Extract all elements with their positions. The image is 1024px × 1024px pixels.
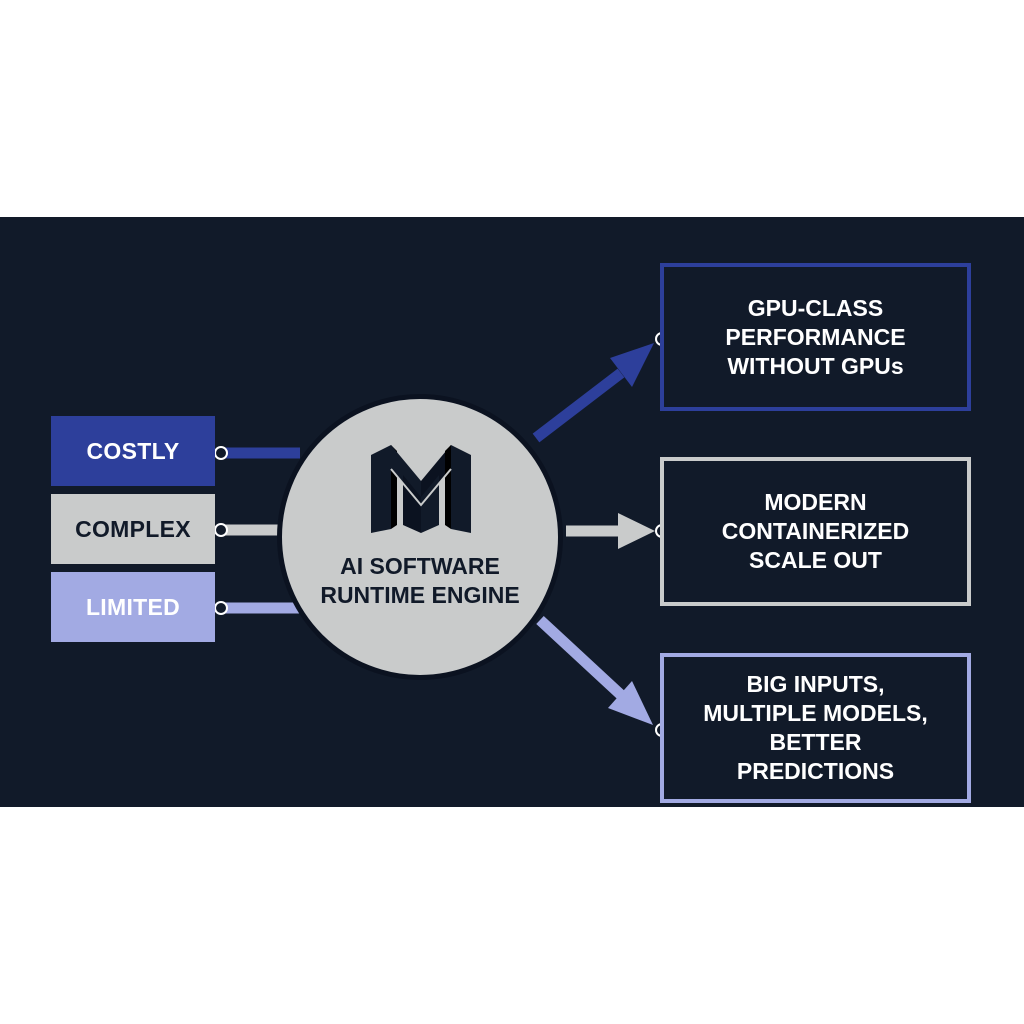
arrow-gpu xyxy=(532,368,625,443)
input-complex: COMPLEX xyxy=(51,494,215,564)
arrow-head-big xyxy=(608,681,653,725)
diagram-panel: COSTLY COMPLEX LIMITED AI SOFTWARE RUNTI… xyxy=(0,217,1024,807)
connector-node-limited xyxy=(214,601,228,615)
connector-node-costly xyxy=(214,446,228,460)
output-modern-containerized: MODERN CONTAINERIZED SCALE OUT xyxy=(660,457,971,606)
brand-logo-icon xyxy=(371,445,471,533)
input-limited: LIMITED xyxy=(51,572,215,642)
runtime-engine-circle: AI SOFTWARE RUNTIME ENGINE xyxy=(277,394,563,680)
arrow-big xyxy=(536,615,625,700)
output-gpu-class-performance: GPU-CLASS PERFORMANCE WITHOUT GPUs xyxy=(660,263,971,411)
arrow-head-gpu xyxy=(610,343,654,387)
output-big-inputs: BIG INPUTS, MULTIPLE MODELS, BETTER PRED… xyxy=(660,653,971,803)
engine-label: AI SOFTWARE RUNTIME ENGINE xyxy=(320,553,520,608)
connector-lines xyxy=(214,332,669,737)
connector-node-complex xyxy=(214,523,228,537)
arrow-head-modern xyxy=(618,513,655,549)
input-costly: COSTLY xyxy=(51,416,215,486)
